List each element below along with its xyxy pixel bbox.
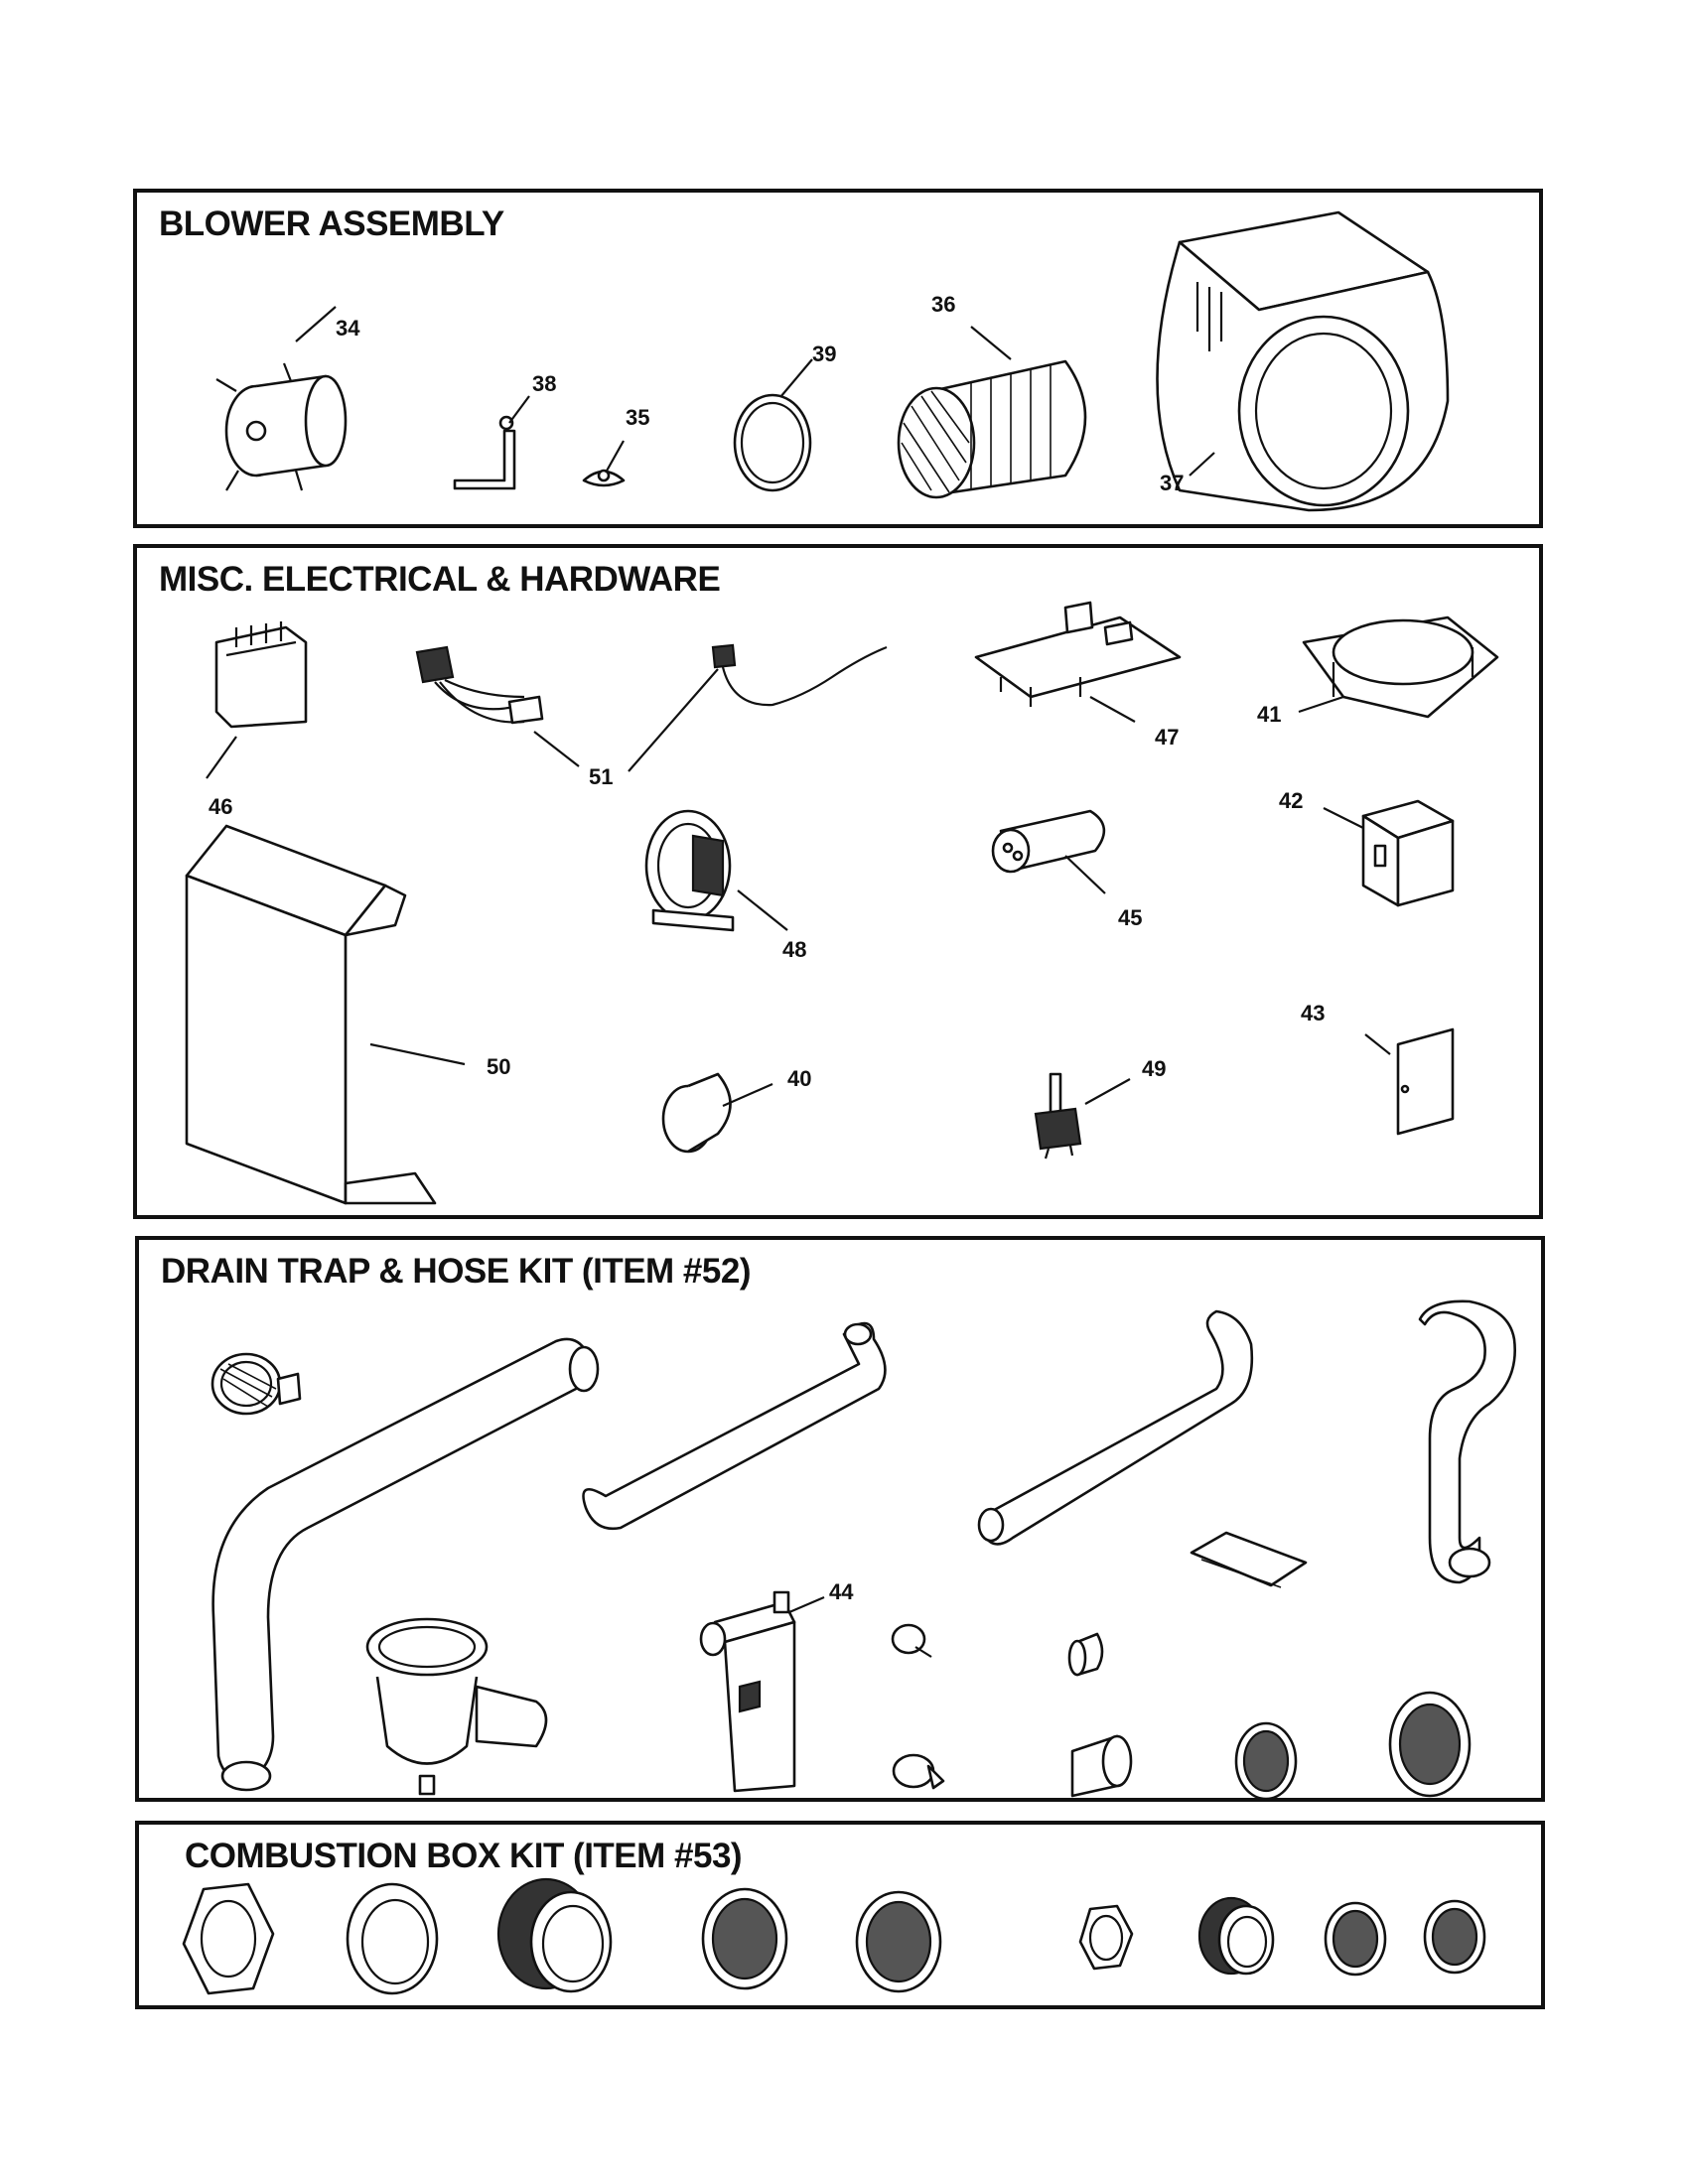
label-46: 46	[209, 794, 232, 819]
label-50: 50	[487, 1054, 510, 1079]
label-47: 47	[1155, 725, 1179, 750]
part-51-wire-harness: 51	[415, 643, 888, 789]
misc-electrical-hardware-panel: MISC. ELECTRICAL & HARDWARE 46 51 47	[133, 544, 1543, 1219]
label-38: 38	[532, 371, 556, 396]
medium-drain-hose-2	[977, 1309, 1254, 1546]
hex-nut-large	[182, 1882, 275, 1995]
part-35-clip: 35	[582, 405, 649, 487]
blower-assembly-panel: BLOWER ASSEMBLY 34 38 35	[133, 189, 1543, 528]
part-39-band: 39	[733, 341, 836, 492]
part-37-blower-housing: 37	[1156, 210, 1450, 512]
gasket-pad	[1190, 1531, 1308, 1588]
part-49-limit-switch: 49	[1034, 1056, 1166, 1160]
label-35: 35	[626, 405, 649, 430]
long-drain-hose	[211, 1337, 600, 1792]
label-49: 49	[1142, 1056, 1166, 1081]
small-coupling	[1067, 1632, 1104, 1677]
screen-grommet-3	[1324, 1901, 1387, 1977]
label-43: 43	[1301, 1001, 1325, 1025]
part-50-control-panel: 50	[185, 824, 510, 1205]
grommet-screen-1	[1234, 1721, 1298, 1801]
medium-drain-hose-1	[582, 1321, 887, 1531]
part-47-control-board: 47	[974, 601, 1182, 750]
drain-trap	[365, 1617, 548, 1796]
label-44: 44	[829, 1579, 854, 1604]
s-shaped-drain-hose	[1418, 1299, 1516, 1584]
small-hose-clamp-1	[891, 1623, 932, 1658]
grommet-screen-2	[1388, 1691, 1472, 1798]
ring-large	[346, 1882, 439, 1995]
part-42-junction-box: 42	[1279, 788, 1455, 907]
hex-nut-small	[1078, 1904, 1134, 1971]
combustion-box-kit-panel: COMBUSTION BOX KIT (ITEM #53)	[135, 1821, 1545, 2009]
label-37: 37	[1160, 471, 1184, 495]
label-40: 40	[787, 1066, 811, 1091]
label-41: 41	[1257, 702, 1281, 727]
part-45-capacitor: 45	[991, 809, 1142, 930]
part-40-plug: 40	[661, 1066, 811, 1154]
blower-diagram: 34 38 35 39	[215, 210, 1450, 512]
panel-title: MISC. ELECTRICAL & HARDWARE	[159, 560, 721, 599]
label-42: 42	[1279, 788, 1303, 813]
part-41-inducer-plate: 41	[1257, 615, 1499, 727]
screen-grommet-4	[1423, 1899, 1486, 1975]
grommet-dark-small	[1197, 1896, 1275, 1976]
grommet-dark-large	[496, 1877, 613, 1993]
part-38-bracket: 38	[453, 371, 556, 490]
label-34: 34	[336, 316, 360, 341]
label-51: 51	[589, 764, 613, 789]
large-coupling	[1070, 1734, 1133, 1798]
panel-title: COMBUSTION BOX KIT (ITEM #53)	[185, 1837, 743, 1875]
hose-clamp	[210, 1352, 302, 1416]
part-46-transformer: 46	[206, 621, 308, 819]
combustion-diagram	[182, 1877, 1486, 1995]
misc-diagram: 46 51 47 41	[185, 601, 1499, 1205]
panel-title: BLOWER ASSEMBLY	[159, 205, 504, 243]
label-45: 45	[1118, 905, 1142, 930]
screen-grommet-2	[855, 1890, 942, 1993]
panel-title: DRAIN TRAP & HOSE KIT (ITEM #52)	[161, 1252, 751, 1291]
label-48: 48	[782, 937, 806, 962]
drain-trap-hose-kit-panel: DRAIN TRAP & HOSE KIT (ITEM #52)	[135, 1236, 1545, 1802]
part-43-cover-plate: 43	[1301, 1001, 1455, 1136]
part-34-motor: 34	[215, 306, 360, 491]
part-44-drain-valve: 44	[699, 1579, 854, 1793]
drain-diagram: 44	[210, 1299, 1516, 1801]
part-36-blower-wheel: 36	[897, 292, 1087, 499]
label-39: 39	[812, 341, 836, 366]
part-48-pressure-switch: 48	[644, 809, 806, 962]
label-36: 36	[931, 292, 955, 317]
small-hose-clamp-2	[892, 1753, 945, 1790]
screen-grommet-1	[701, 1887, 788, 1990]
